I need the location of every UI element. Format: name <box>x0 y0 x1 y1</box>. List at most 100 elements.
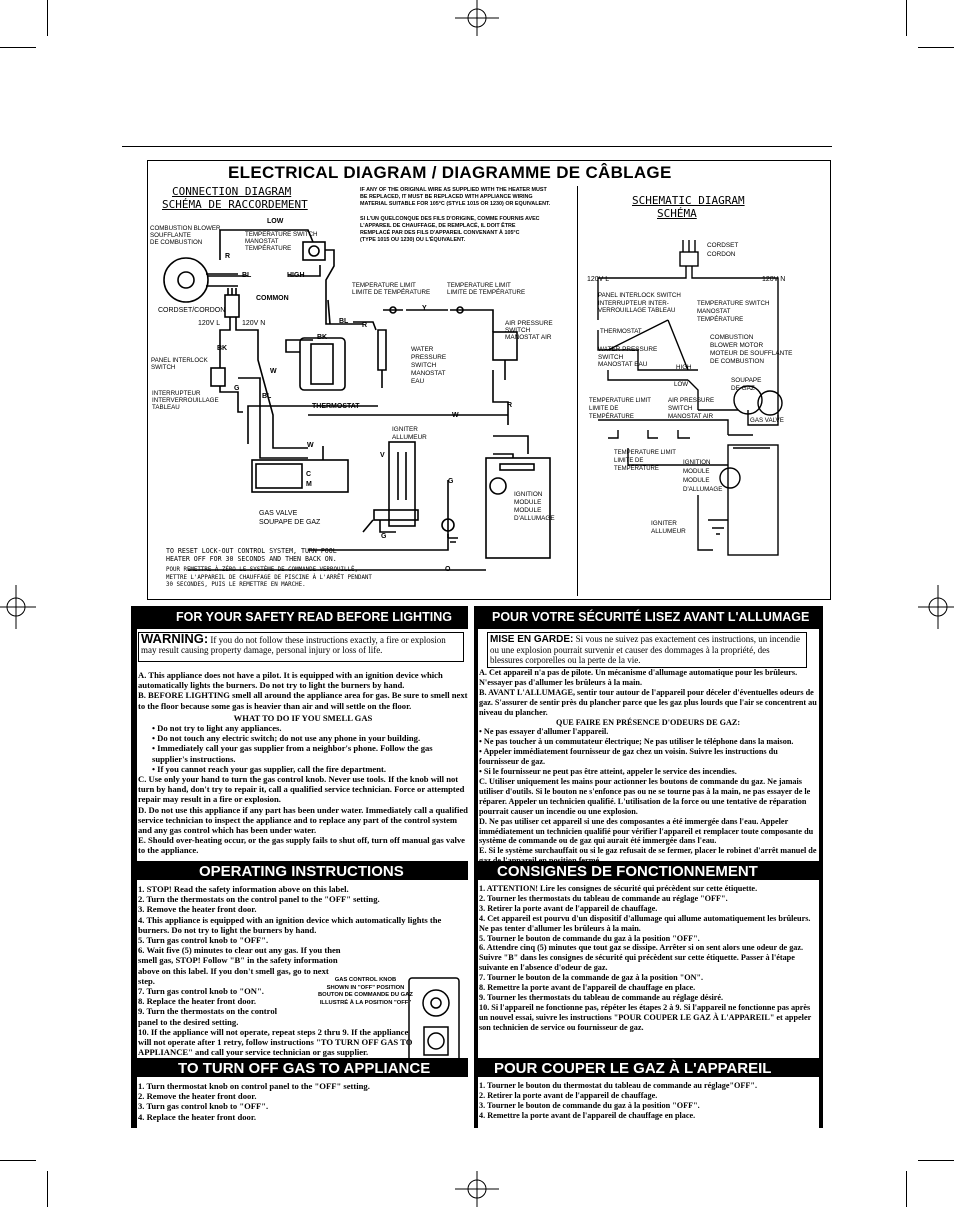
connection-diagram <box>163 229 551 571</box>
diagram-separator <box>577 186 578 596</box>
schem-120v-l: 120V L <box>587 276 610 283</box>
french-operating-item: 4. Cet appareil est pourvu d'un disposit… <box>479 913 811 933</box>
label-g3: G <box>381 533 387 540</box>
english-operating-item: 7. Turn gas control knob to "ON". <box>138 986 264 997</box>
label-o: O <box>445 566 451 573</box>
french-operating-title: CONSIGNES DE FONCTIONNEMENT <box>497 863 758 880</box>
english-turnoff-item: 2. Remove the heater front door. <box>138 1091 257 1102</box>
english-warning-box: WARNING: If you do not follow these inst… <box>138 632 464 662</box>
french-safety-bullet: • Appeler immédiatement fournisseur de g… <box>479 747 778 767</box>
english-safety-title: FOR YOUR SAFETY READ BEFORE LIGHTING <box>176 610 452 624</box>
label-c: C <box>306 471 312 478</box>
label-panel-switch-fr: INTERRUPTEUR INTERVERROUILLAGE TABLEAU <box>152 390 219 411</box>
english-operating-item: 1. STOP! Read the safety information abo… <box>138 884 349 894</box>
english-operating-item: 4. This appliance is equipped with an ig… <box>138 914 442 935</box>
label-temp-limit-1: TEMPERATURE LIMIT LIMITE DE TEMPÉRATURE <box>352 282 431 296</box>
english-operating-item: 9. Turn the thermostats on the control p… <box>138 1006 278 1027</box>
english-operating-list: 1. STOP! Read the safety information abo… <box>138 884 468 1057</box>
french-safety-bullet: • Ne pas essayer d'allumer l'appareil. <box>479 727 609 737</box>
schem-panel: PANEL INTERLOCK SWITCH INTERRUPTEUR INTE… <box>598 292 681 314</box>
registration-mark-bottom <box>455 1171 499 1207</box>
label-common: COMMON <box>256 295 289 302</box>
french-turnoff-item: 3. Tourner le bouton de commande du gaz … <box>479 1100 700 1110</box>
french-operating-item: 8. Remettre la porte avant de l'appareil… <box>479 983 696 993</box>
header-rule <box>122 146 832 147</box>
english-turnoff-item: 1. Turn thermostat knob on control panel… <box>138 1081 370 1091</box>
wire-note-en: IF ANY OF THE ORIGINAL WIRE AS SUPPLIED … <box>360 187 551 207</box>
english-operating-item: 10. If the appliance will not operate, r… <box>138 1026 413 1058</box>
french-safety-item: A. Cet appareil n'a pas de pilote. Un mé… <box>479 668 798 687</box>
label-w2: W <box>307 442 314 449</box>
french-operating-item: 10. Si l'appareil ne fonctionne pas, rép… <box>479 1002 812 1032</box>
connection-title-en: CONNECTION DIAGRAM <box>172 185 292 198</box>
french-turnoff-item: 2. Retirer la porte avant de l'appareil … <box>479 1090 658 1100</box>
french-safety-bullet: • Si le fournisseur ne peut pas être att… <box>479 767 737 777</box>
french-safety-item: E. Si le système surchauffait ou si le g… <box>479 846 817 865</box>
schem-water: WATER PRESSURE SWITCH MANOSTAT EAU <box>598 346 658 368</box>
english-turnoff-item: 4. Replace the heater front door. <box>138 1111 256 1122</box>
label-v: V <box>380 452 385 459</box>
french-operating-list: 1. ATTENTION! Lire les consignes de sécu… <box>479 884 817 1033</box>
schem-blower: COMBUSTION BLOWER MOTOR MOTEUR DE SOUFFL… <box>710 334 793 365</box>
schem-ignition: IGNITION MODULE MODULE D'ALLUMAGE <box>683 459 723 493</box>
french-operating-item: 3. Retirer la porte avant de l'appareil … <box>479 903 658 913</box>
label-r: R <box>225 253 231 260</box>
english-operating-item: 8. Replace the heater front door. <box>138 996 256 1007</box>
registration-mark-top <box>455 0 499 36</box>
label-blower: COMBUSTION BLOWER SOUFFLANTE DE COMBUSTI… <box>150 225 221 246</box>
label-temp-limit-2: TEMPERATURE LIMIT LIMITE DE TEMPÉRATURE <box>447 282 526 296</box>
schematic-title-fr: SCHÉMA <box>657 207 697 220</box>
schematic-title-en: SCHEMATIC DIAGRAM <box>632 194 745 207</box>
gas-knob-caption: GAS CONTROL KNOB SHOWN IN "OFF" POSITION… <box>318 977 413 1006</box>
english-safety-item: D. Do not use this appliance if any part… <box>138 804 468 836</box>
french-safety-item: C. Utiliser uniquement les mains pour ac… <box>479 776 811 816</box>
label-low: LOW <box>267 218 284 225</box>
french-operating-item: 7. Tourner le bouton de la commande de g… <box>479 973 704 983</box>
diagram-title: ELECTRICAL DIAGRAM / DIAGRAMME DE CÂBLAG… <box>228 163 672 182</box>
english-safety-bullet: • Immediately call your gas supplier fro… <box>152 743 433 764</box>
label-bl: BL <box>242 272 252 279</box>
label-bl2: BL <box>262 393 272 400</box>
french-warning-text: Si vous ne suivez pas exactement ces ins… <box>490 634 801 665</box>
french-turnoff-list: 1. Tourner le bouton du thermostat du ta… <box>479 1081 817 1121</box>
label-ignition-module: IGNITION MODULE MODULE D'ALLUMAGE <box>514 491 555 522</box>
english-safety-item: C. Use only your hand to turn the gas co… <box>138 774 465 805</box>
french-turnoff-header: POUR COUPER LE GAZ À L'APPAREIL <box>474 1058 823 1077</box>
label-bk: BK <box>217 345 228 352</box>
french-safety-item: B. AVANT L'ALLUMAGE, sentir tour autour … <box>479 687 817 717</box>
label-r2: R <box>362 322 368 329</box>
english-safety-item: E. Should over-heating occur, or the gas… <box>138 835 465 856</box>
label-gas-valve: GAS VALVE SOUPAPE DE GAZ <box>259 510 321 526</box>
label-high: HIGH <box>287 272 305 279</box>
label-air-pressure: AIR PRESSURE SWITCH MANOSTAT AIR <box>505 320 553 341</box>
schematic-diagram <box>597 240 783 556</box>
english-warning-label: WARNING: <box>141 631 209 646</box>
schem-cordset: CORDSET CORDON <box>707 242 739 258</box>
label-g2: G <box>448 478 454 485</box>
english-operating-item: 2. Turn the thermostats on the control p… <box>138 894 380 905</box>
label-w3: W <box>270 368 277 375</box>
english-warning-text: If you do not follow these instructions … <box>141 635 446 655</box>
label-120v-n: 120V N <box>242 320 266 327</box>
electrical-diagram-box <box>147 160 831 600</box>
label-y: Y <box>422 305 427 312</box>
registration-mark-right <box>918 585 954 629</box>
schem-120v-n: 120V N <box>762 276 786 283</box>
schem-low: LOW <box>674 381 689 388</box>
wire-note-fr: SI L'UN QUELCONQUE DES FILS D'ORIGINE, C… <box>360 216 540 243</box>
french-turnoff-item: 1. Tourner le bouton du thermostat du ta… <box>479 1081 757 1090</box>
english-turnoff-header: TO TURN OFF GAS TO APPLIANCE <box>131 1058 468 1077</box>
label-cordset: CORDSET/CORDON <box>158 307 226 314</box>
label-m: M <box>306 481 312 488</box>
schem-igniter: IGNITER ALLUMEUR <box>651 520 686 535</box>
label-thermostat: THERMOSTAT <box>312 403 360 410</box>
french-operating-item: 1. ATTENTION! Lire les consignes de sécu… <box>479 884 758 893</box>
english-operating-item: 3. Remove the heater front door. <box>138 904 257 915</box>
schem-air: AIR PRESSURE SWITCH MANOSTAT AIR <box>668 397 715 420</box>
label-120v-l: 120V L <box>198 320 221 327</box>
english-turnoff-item: 3. Turn gas control knob to "OFF". <box>138 1101 269 1112</box>
schem-temp-limit-2: TEMPERATURE LIMIT LIMITE DE TEMPÉRATURE <box>614 450 676 472</box>
english-safety-bullet: • If you cannot reach your gas supplier,… <box>152 763 387 774</box>
label-igniter: IGNITER ALLUMEUR <box>392 426 427 441</box>
english-turnoff-title: TO TURN OFF GAS TO APPLIANCE <box>178 1060 431 1077</box>
